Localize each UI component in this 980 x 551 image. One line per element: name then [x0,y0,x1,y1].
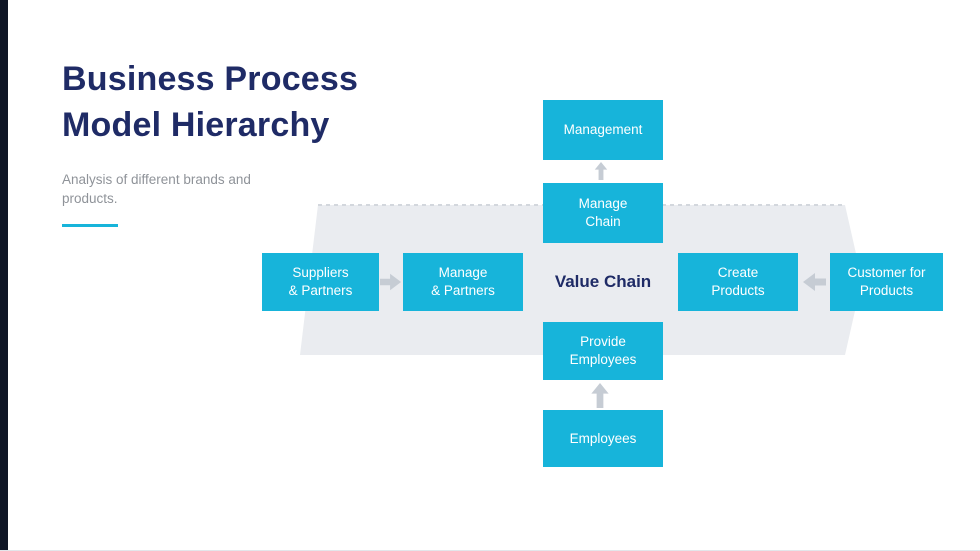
node-manage-chain-label: Manage Chain [578,196,628,229]
node-manage-partners-label: Manage & Partners [431,265,495,298]
node-manage-partners: Manage & Partners [403,253,523,311]
page-title-line2: Model Hierarchy [62,106,330,144]
node-manage-chain: Manage Chain [543,183,663,243]
node-customer-for-products-label: Customer for Products [847,265,926,298]
left-accent-bar [0,0,8,551]
node-employees-label: Employees [569,430,637,446]
node-customer-for-products: Customer for Products [830,253,943,311]
node-provide-employees: Provide Employees [543,322,663,380]
page-title-line1: Business Process [62,60,359,98]
page-subtitle: Analysis of different brands and product… [62,172,251,206]
node-provide-employees-label: Provide Employees [569,334,637,367]
arrow-left-icon [803,273,826,291]
node-suppliers-partners: Suppliers & Partners [262,253,379,311]
background-arrow-band [300,204,862,355]
node-employees: Employees [543,410,663,467]
value-chain-label: Value Chain [554,272,652,291]
node-management-label: Management [563,122,643,137]
node-management: Management [543,100,663,160]
node-create-products-label: Create Products [711,265,765,298]
arrow-right-icon [380,273,402,291]
node-suppliers-partners-label: Suppliers & Partners [288,265,353,298]
arrow-up-icon [594,162,608,180]
page-title: Business Process Model Hierarchy [62,56,358,148]
node-create-products: Create Products [678,253,798,311]
accent-underline [62,224,118,227]
arrow-up-icon [591,383,609,408]
